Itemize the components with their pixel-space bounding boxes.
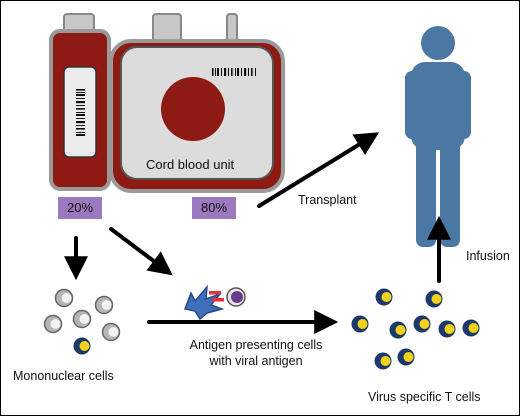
t-cell	[425, 290, 443, 308]
transplant-arrow	[257, 132, 380, 208]
patient-person-icon	[405, 26, 471, 247]
fraction-80-badge: 80%	[192, 197, 236, 219]
receptor-mark	[212, 298, 224, 302]
t-cell	[438, 320, 456, 338]
small-blood-bag	[49, 13, 111, 191]
large-bag-barcode-icon	[212, 68, 256, 76]
apc-nucleus	[231, 291, 243, 303]
t-cell	[389, 321, 407, 339]
t-cell	[397, 348, 415, 366]
receptor-mark	[209, 291, 221, 295]
large-blood-bag	[109, 13, 285, 193]
mononuclear-cells	[43, 288, 121, 355]
mononuclear-cell	[94, 295, 114, 315]
mononuclear-cells-label: Mononuclear cells	[13, 369, 114, 383]
virus-specific-t-cells	[351, 288, 480, 370]
antigen-presenting-cell	[183, 284, 246, 321]
t-cell	[462, 319, 480, 337]
t-cell	[351, 315, 369, 333]
mononuclear-cell	[54, 288, 74, 308]
t-cell	[73, 337, 91, 355]
mononuclear-cell	[101, 322, 121, 342]
mononuclear-cell	[43, 314, 63, 334]
t-cell	[413, 315, 431, 333]
t-cell	[375, 288, 393, 306]
apc-label-line2: with viral antigen	[209, 354, 303, 368]
infusion-label: Infusion	[466, 249, 510, 263]
apc-label-line1: Antigen presenting cells	[189, 338, 323, 352]
small-bag-barcode-icon	[76, 89, 85, 136]
virus-specific-t-cells-label: Virus specific T cells	[368, 390, 481, 404]
transplant-label: Transplant	[298, 193, 357, 207]
blood-sample-circle	[161, 77, 225, 141]
cord-blood-unit-label: Cord blood unit	[146, 157, 235, 172]
mononuclear-cell	[72, 309, 92, 329]
fraction-20-badge: 20%	[58, 197, 102, 219]
to-apc-arrow	[109, 227, 173, 276]
t-cell	[374, 352, 392, 370]
